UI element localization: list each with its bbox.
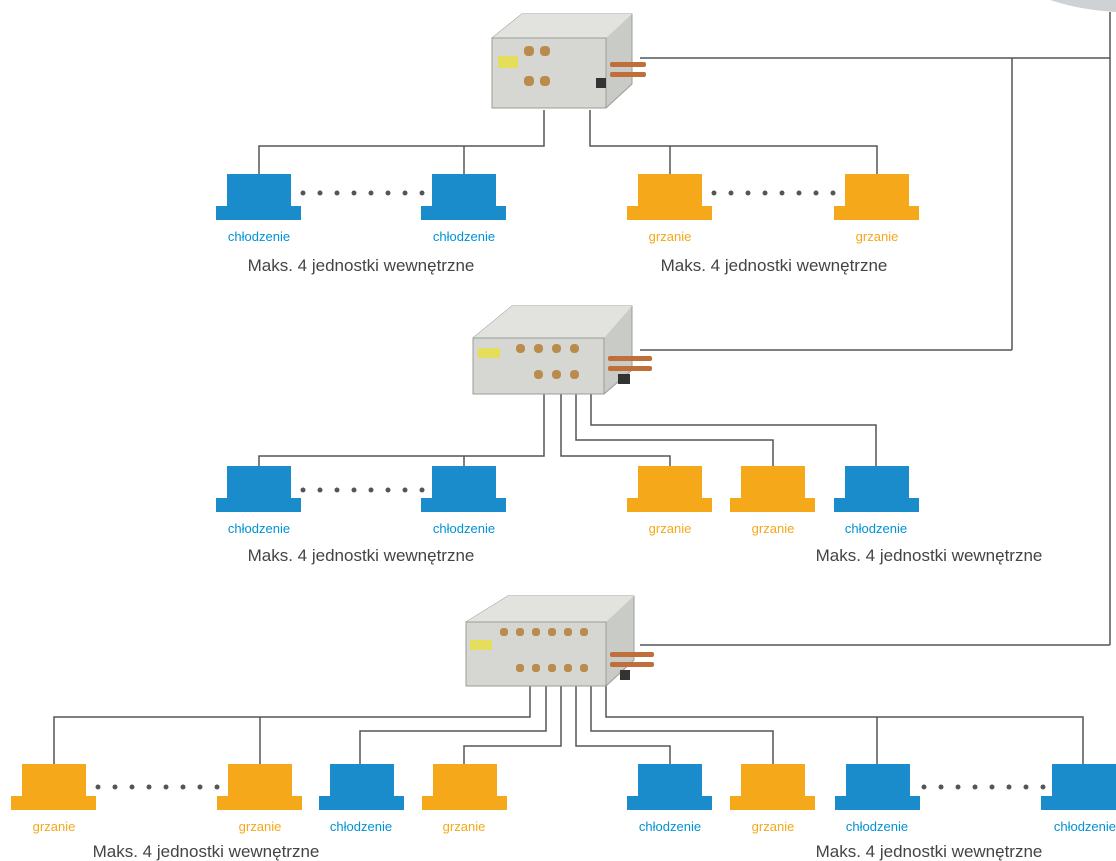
indoor-unit-cooling [421, 466, 506, 512]
dot-separator [300, 190, 425, 196]
outdoor-unit-edge [1050, 0, 1116, 12]
indoor-unit-heating [730, 764, 815, 810]
unit-mode-label: grzanie [33, 819, 76, 834]
mode-selector-box-1 [491, 13, 646, 109]
unit-mode-label: chłodzenie [845, 521, 907, 536]
indoor-unit-cooling [1041, 764, 1116, 810]
capacity-label: Maks. 4 jednostki wewnętrzne [248, 546, 475, 565]
piping-lines [53, 12, 1111, 764]
unit-mode-label: grzanie [856, 229, 899, 244]
dot-separator [921, 784, 1046, 790]
indoor-unit-heating [11, 764, 96, 810]
indoor-unit-cooling [216, 466, 301, 512]
indoor-unit-cooling [216, 174, 301, 220]
indoor-unit-cooling [421, 174, 506, 220]
unit-mode-label: chłodzenie [639, 819, 701, 834]
dot-separator [711, 190, 836, 196]
unit-mode-label: chłodzenie [1054, 819, 1116, 834]
indoor-unit-cooling [835, 764, 920, 810]
capacity-label: Maks. 4 jednostki wewnętrzne [661, 256, 888, 275]
mode-selector-box-3 [465, 595, 654, 687]
unit-mode-label: chłodzenie [846, 819, 908, 834]
indoor-unit-cooling [319, 764, 404, 810]
unit-mode-label: chłodzenie [330, 819, 392, 834]
unit-mode-label: grzanie [649, 521, 692, 536]
unit-mode-label: chłodzenie [228, 229, 290, 244]
indoor-unit-cooling [834, 466, 919, 512]
mode-selector-box-2 [472, 305, 652, 395]
indoor-unit-heating [217, 764, 302, 810]
dot-separator [95, 784, 220, 790]
unit-mode-label: grzanie [752, 521, 795, 536]
unit-mode-label: grzanie [443, 819, 486, 834]
capacity-label: Maks. 4 jednostki wewnętrzne [816, 842, 1043, 861]
capacity-label: Maks. 4 jednostki wewnętrzne [248, 256, 475, 275]
indoor-unit-heating [422, 764, 507, 810]
indoor-unit-heating [834, 174, 919, 220]
unit-mode-label: grzanie [239, 819, 282, 834]
dot-separator [300, 487, 425, 493]
indoor-unit-cooling [627, 764, 712, 810]
indoor-unit-heating [730, 466, 815, 512]
unit-mode-label: grzanie [752, 819, 795, 834]
unit-mode-label: chłodzenie [433, 229, 495, 244]
capacity-label: Maks. 4 jednostki wewnętrzne [816, 546, 1043, 565]
unit-mode-label: chłodzenie [433, 521, 495, 536]
indoor-unit-heating [627, 174, 712, 220]
unit-mode-label: grzanie [649, 229, 692, 244]
indoor-unit-heating [627, 466, 712, 512]
capacity-label: Maks. 4 jednostki wewnętrzne [93, 842, 320, 861]
unit-mode-label: chłodzenie [228, 521, 290, 536]
